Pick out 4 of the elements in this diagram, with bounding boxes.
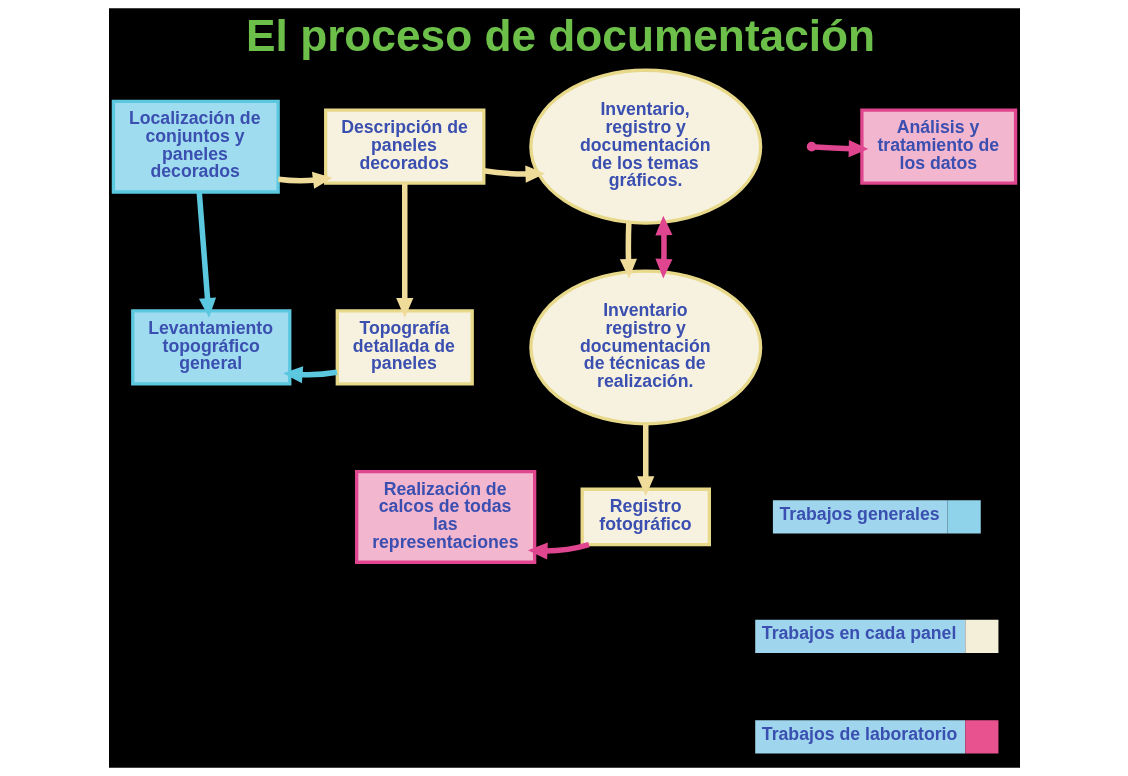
diagram-title: El proceso de documentación xyxy=(245,11,875,61)
legend-label: Trabajos de laboratorio xyxy=(761,724,957,745)
legend-label: Trabajos generales xyxy=(779,504,940,524)
legend-label: Trabajos en cada panel xyxy=(761,623,956,644)
